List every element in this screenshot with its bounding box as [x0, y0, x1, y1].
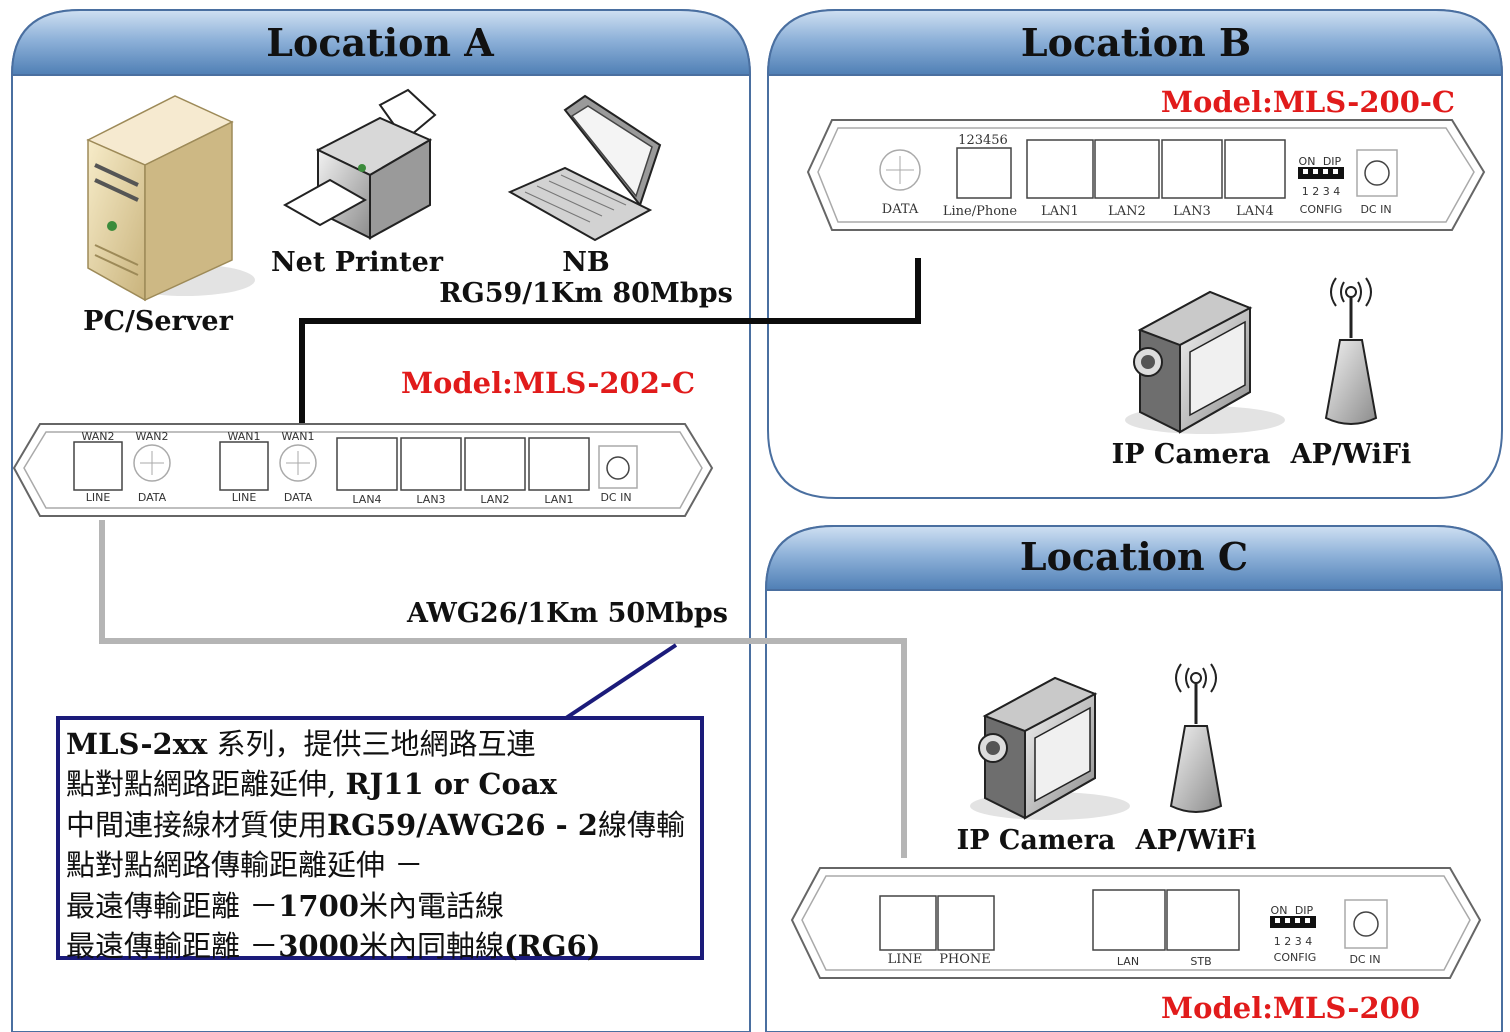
svg-text:LINE: LINE: [86, 491, 111, 504]
svg-text:Line/Phone: Line/Phone: [943, 204, 1018, 219]
feature-note: MLS-2xx 系列，提供三地網路互連 點對點網路距離延伸, RJ11 or C…: [56, 716, 704, 963]
svg-text:LAN: LAN: [1117, 955, 1139, 968]
ip-camera-b-icon: [1125, 290, 1285, 434]
location-b-title: Location B: [1021, 20, 1251, 65]
svg-text:WAN1: WAN1: [281, 430, 314, 443]
note-line: 中間連接線材質使用RG59/AWG26 - 2線傳輸: [66, 807, 685, 842]
ip-camera-b-label: IP Camera: [1112, 439, 1271, 470]
note-line: 點對點網路傳輸距離延伸 －: [66, 848, 424, 883]
ip-camera-c-icon: [970, 676, 1130, 820]
svg-text:1 2 3 4: 1 2 3 4: [1274, 935, 1312, 948]
note-line: 最遠傳輸距離 －1700米內電話線: [66, 888, 504, 923]
svg-text:STB: STB: [1190, 955, 1211, 968]
svg-text:ON: ON: [1299, 155, 1316, 168]
note-line: 點對點網路距離延伸, RJ11 or Coax: [66, 767, 557, 802]
svg-text:LAN2: LAN2: [1108, 204, 1146, 219]
svg-text:LINE: LINE: [232, 491, 257, 504]
svg-text:123456: 123456: [958, 133, 1008, 148]
svg-text:CONFIG: CONFIG: [1300, 203, 1343, 216]
notebook-label: NB: [562, 247, 610, 278]
svg-text:LAN4: LAN4: [352, 493, 381, 506]
net-printer-icon: [282, 88, 437, 240]
svg-text:LAN3: LAN3: [1173, 204, 1211, 219]
svg-text:DC IN: DC IN: [600, 491, 631, 504]
ap-wifi-b-label: AP/WiFi: [1290, 439, 1412, 470]
svg-text:WAN2: WAN2: [135, 430, 168, 443]
mls-200-panel: ON DIP 1 2 3 4 LINE PHONE LAN STB CONFIG…: [790, 867, 1482, 979]
svg-text:LAN2: LAN2: [480, 493, 509, 506]
svg-text:LAN3: LAN3: [416, 493, 445, 506]
svg-text:DATA: DATA: [284, 491, 313, 504]
net-printer-label: Net Printer: [271, 247, 444, 278]
svg-text:DATA: DATA: [882, 202, 919, 217]
location-a-title: Location A: [266, 20, 494, 65]
note-line: MLS-2xx 系列，提供三地網路互連: [66, 727, 536, 761]
svg-text:LINE: LINE: [888, 952, 923, 967]
svg-text:LAN4: LAN4: [1236, 204, 1274, 219]
rg59-link-label: RG59/1Km 80Mbps: [439, 278, 733, 309]
svg-text:CONFIG: CONFIG: [1274, 951, 1317, 964]
svg-text:DC IN: DC IN: [1349, 953, 1380, 966]
ap-wifi-c-label: AP/WiFi: [1135, 825, 1257, 856]
svg-text:WAN2: WAN2: [81, 430, 114, 443]
note-pointer: [564, 643, 678, 720]
svg-text:LAN1: LAN1: [1041, 204, 1079, 219]
mls-200-c-panel: 123456 ON DIP 1 2 3 4 DATA Line/Phone LA…: [806, 119, 1486, 231]
notebook-icon: [507, 94, 662, 242]
pc-server-icon: [86, 95, 255, 302]
svg-text:DATA: DATA: [138, 491, 167, 504]
model-mls-200-c: Model:MLS-200-C: [1161, 85, 1455, 119]
coax-cable: [299, 258, 921, 425]
location-c-title: Location C: [1020, 534, 1248, 579]
model-mls-202-c: Model:MLS-202-C: [401, 366, 695, 400]
svg-text:PHONE: PHONE: [939, 952, 991, 967]
svg-text:WAN1: WAN1: [227, 430, 260, 443]
svg-text:DIP: DIP: [1323, 155, 1342, 168]
awg26-link-label: AWG26/1Km 50Mbps: [406, 598, 728, 629]
svg-text:1 2 3 4: 1 2 3 4: [1302, 185, 1340, 198]
phone-cable: [99, 520, 907, 858]
svg-text:DIP: DIP: [1295, 904, 1314, 917]
ap-wifi-c-icon: [1169, 663, 1223, 813]
model-mls-200: Model:MLS-200: [1161, 991, 1420, 1025]
ip-camera-c-label: IP Camera: [957, 825, 1116, 856]
svg-text:DC IN: DC IN: [1360, 203, 1391, 216]
ap-wifi-b-icon: [1324, 277, 1378, 425]
svg-text:ON: ON: [1271, 904, 1288, 917]
mls-202-c-panel: WAN2 WAN2 WAN1 WAN1 LINE DATA LINE DATA …: [12, 423, 714, 517]
pc-server-label: PC/Server: [83, 306, 233, 337]
svg-text:LAN1: LAN1: [544, 493, 573, 506]
note-line: 最遠傳輸距離 －3000米內同軸線(RG6): [66, 929, 601, 964]
